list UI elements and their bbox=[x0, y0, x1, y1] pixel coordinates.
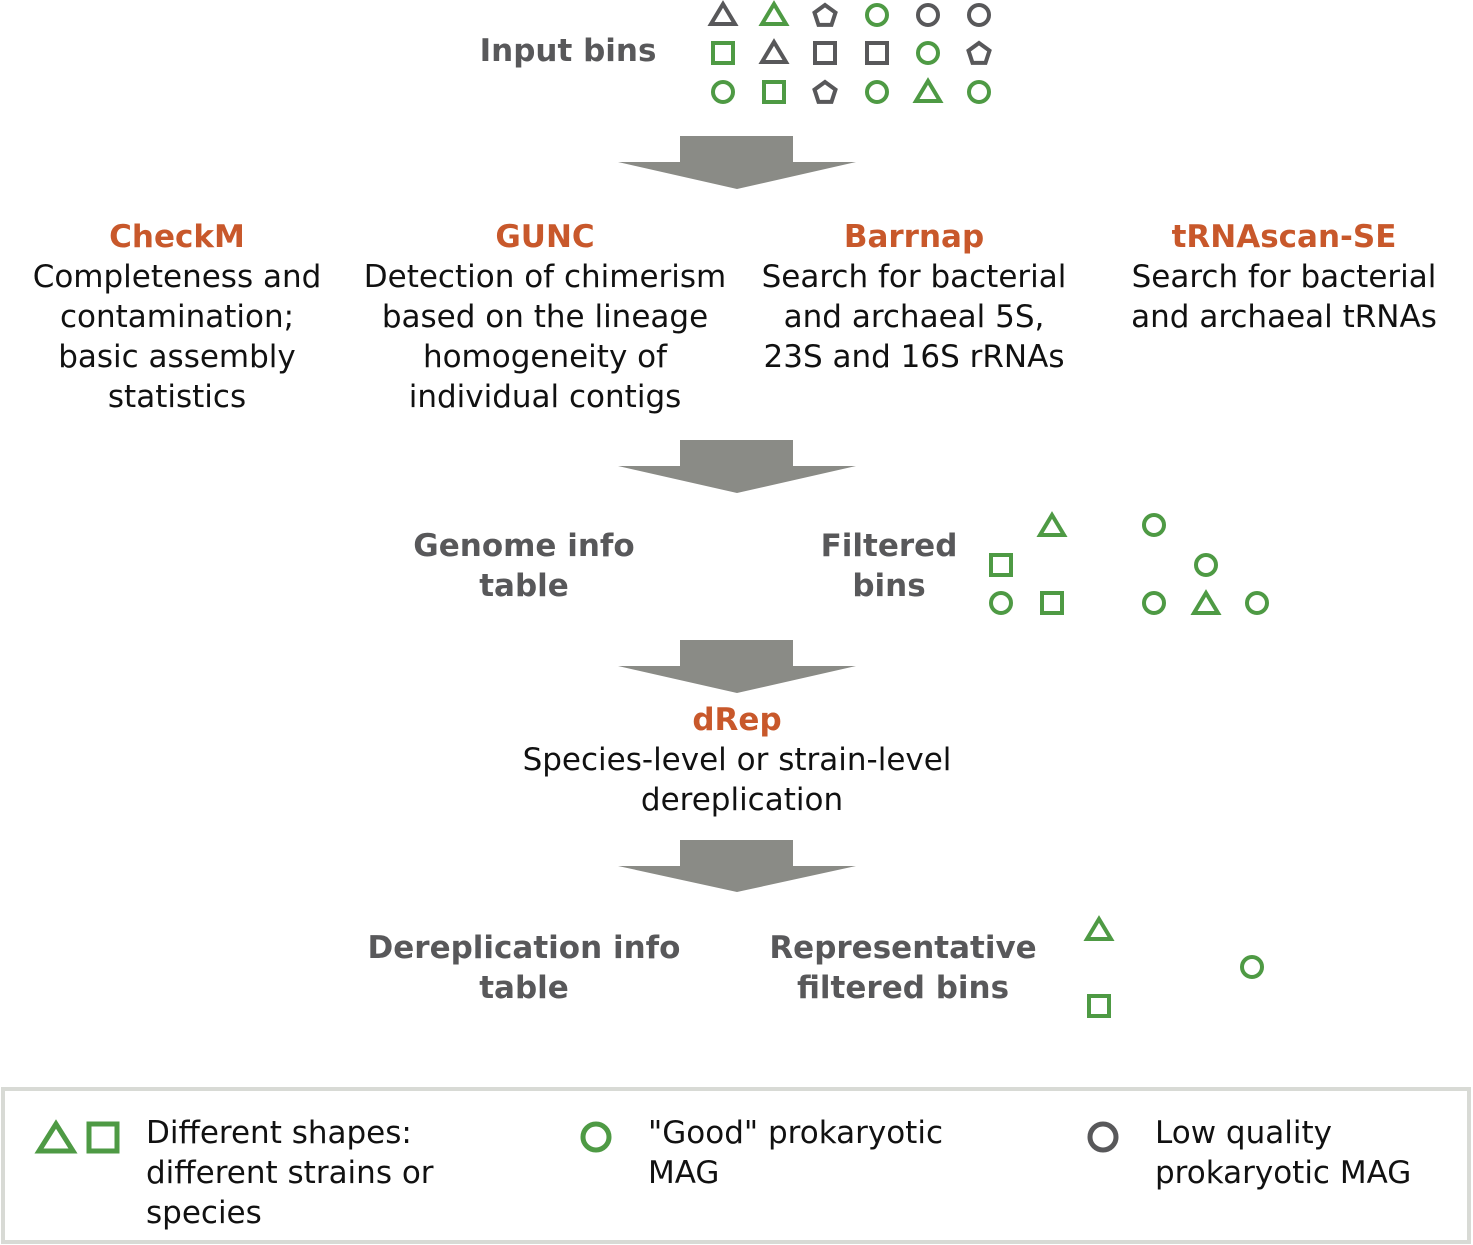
legend-text-line: prokaryotic MAG bbox=[1155, 1155, 1411, 1191]
tool-desc-line: Search for bacterial bbox=[1132, 259, 1437, 295]
final-outputs: Dereplication info table Representative … bbox=[368, 915, 1264, 1018]
tools-row: CheckM Completeness and contamination; b… bbox=[33, 219, 1437, 415]
low-circle-bin-icon bbox=[967, 3, 991, 27]
good-circle-bin-icon bbox=[1142, 513, 1166, 537]
input-bins-grid bbox=[707, 0, 992, 104]
good-triangle-bin-icon bbox=[1036, 511, 1068, 537]
legend-text-line: "Good" prokaryotic bbox=[648, 1115, 943, 1151]
good-triangle-bin-icon bbox=[1190, 589, 1222, 615]
good-circle-bin-icon bbox=[967, 80, 991, 104]
low-pentagon-bin-icon bbox=[812, 79, 838, 104]
low-square-bin-icon bbox=[865, 41, 889, 65]
legend-item-low: Low quality prokaryotic MAG bbox=[1087, 1115, 1411, 1191]
good-triangle-bin-icon bbox=[758, 0, 790, 26]
tool-checkm: CheckM Completeness and contamination; b… bbox=[33, 219, 322, 415]
tool-barrnap: Barrnap Search for bacterial and archaea… bbox=[762, 219, 1067, 375]
tool-desc-line: individual contigs bbox=[409, 379, 682, 415]
good-circle-bin-icon bbox=[1245, 591, 1269, 615]
tool-name: dRep bbox=[692, 702, 781, 738]
tool-desc-line: contamination; bbox=[60, 299, 294, 335]
genome-info-table-label: Genome info bbox=[413, 528, 634, 564]
legend-text-line: MAG bbox=[648, 1155, 719, 1191]
legend-item-good: "Good" prokaryotic MAG bbox=[580, 1115, 943, 1191]
legend-text-line: Low quality bbox=[1155, 1115, 1332, 1151]
low-triangle-bin-icon bbox=[758, 38, 790, 64]
good-circle-bin-icon bbox=[1194, 553, 1218, 577]
input-section: Input bins bbox=[480, 0, 992, 104]
tool-desc-line: homogeneity of bbox=[423, 339, 668, 375]
good-triangle-bin-icon bbox=[1083, 915, 1115, 941]
good-circle-bin-icon bbox=[989, 591, 1013, 615]
representative-bins-label: Representative bbox=[769, 930, 1036, 966]
tool-desc-line: dereplication bbox=[641, 782, 843, 818]
tool-desc-line: Search for bacterial bbox=[762, 259, 1067, 295]
tool-trnascan-se: tRNAscan-SE Search for bacterial and arc… bbox=[1131, 219, 1437, 335]
filtered-bins-label: Filtered bbox=[821, 528, 958, 564]
good-circle-bin-icon bbox=[1240, 955, 1264, 979]
representative-bins-grid bbox=[1083, 915, 1264, 1018]
tool-desc-line: and archaeal tRNAs bbox=[1131, 299, 1437, 335]
legend-box bbox=[1, 1087, 1471, 1244]
representative-bins-label: filtered bins bbox=[797, 970, 1009, 1006]
tool-drep: dRep Species-level or strain-level derep… bbox=[523, 702, 952, 818]
tool-name: Barrnap bbox=[844, 219, 984, 255]
good-circle-icon bbox=[580, 1121, 612, 1153]
flow-arrow-3 bbox=[618, 640, 856, 693]
genome-info-table-label: table bbox=[479, 568, 569, 604]
tool-desc-line: basic assembly bbox=[58, 339, 296, 375]
legend-item-shapes: Different shapes: different strains or s… bbox=[34, 1115, 434, 1231]
low-pentagon-bin-icon bbox=[812, 2, 838, 27]
good-square-bin-icon bbox=[1040, 591, 1064, 615]
good-circle-bin-icon bbox=[1142, 591, 1166, 615]
good-circle-bin-icon bbox=[711, 80, 735, 104]
low-circle-icon bbox=[1087, 1121, 1119, 1153]
good-circle-bin-icon bbox=[916, 41, 940, 65]
flow-arrow-2 bbox=[618, 440, 856, 493]
low-pentagon-bin-icon bbox=[966, 40, 992, 65]
filter-outputs: Genome info table Filtered bins bbox=[413, 511, 1269, 615]
good-circle-bin-icon bbox=[865, 80, 889, 104]
low-square-bin-icon bbox=[813, 41, 837, 65]
legend-text-line: species bbox=[146, 1195, 262, 1231]
legend: Different shapes: different strains or s… bbox=[1, 1087, 1471, 1244]
flow-arrow-4 bbox=[618, 840, 856, 892]
filtered-bins-grid bbox=[989, 511, 1269, 615]
good-square-bin-icon bbox=[989, 553, 1013, 577]
tool-desc-line: Completeness and bbox=[33, 259, 322, 295]
square-icon bbox=[86, 1121, 120, 1154]
tool-desc-line: 23S and 16S rRNAs bbox=[764, 339, 1065, 375]
good-triangle-bin-icon bbox=[912, 77, 944, 103]
legend-text-line: different strains or bbox=[146, 1155, 434, 1191]
good-square-bin-icon bbox=[711, 41, 735, 65]
input-bins-label: Input bins bbox=[480, 33, 657, 69]
good-square-bin-icon bbox=[1087, 994, 1111, 1018]
tool-gunc: GUNC Detection of chimerism based on the… bbox=[364, 219, 726, 415]
good-circle-bin-icon bbox=[865, 3, 889, 27]
triangle-icon bbox=[34, 1119, 78, 1154]
tool-desc-line: statistics bbox=[108, 379, 246, 415]
tool-name: CheckM bbox=[109, 219, 245, 255]
good-square-bin-icon bbox=[762, 80, 786, 104]
tool-name: tRNAscan-SE bbox=[1172, 219, 1397, 255]
low-triangle-bin-icon bbox=[707, 0, 739, 26]
dereplication-info-table-label: table bbox=[479, 970, 569, 1006]
tool-desc-line: Species-level or strain-level bbox=[523, 742, 952, 778]
tool-desc-line: and archaeal 5S, bbox=[784, 299, 1045, 335]
filtered-bins-label: bins bbox=[852, 568, 925, 604]
low-circle-bin-icon bbox=[916, 3, 940, 27]
tool-desc-line: based on the lineage bbox=[382, 299, 708, 335]
dereplication-info-table-label: Dereplication info bbox=[368, 930, 681, 966]
tool-name: GUNC bbox=[495, 219, 594, 255]
legend-text-line: Different shapes: bbox=[146, 1115, 412, 1151]
flow-arrow-1 bbox=[618, 136, 856, 189]
tool-desc-line: Detection of chimerism bbox=[364, 259, 726, 295]
